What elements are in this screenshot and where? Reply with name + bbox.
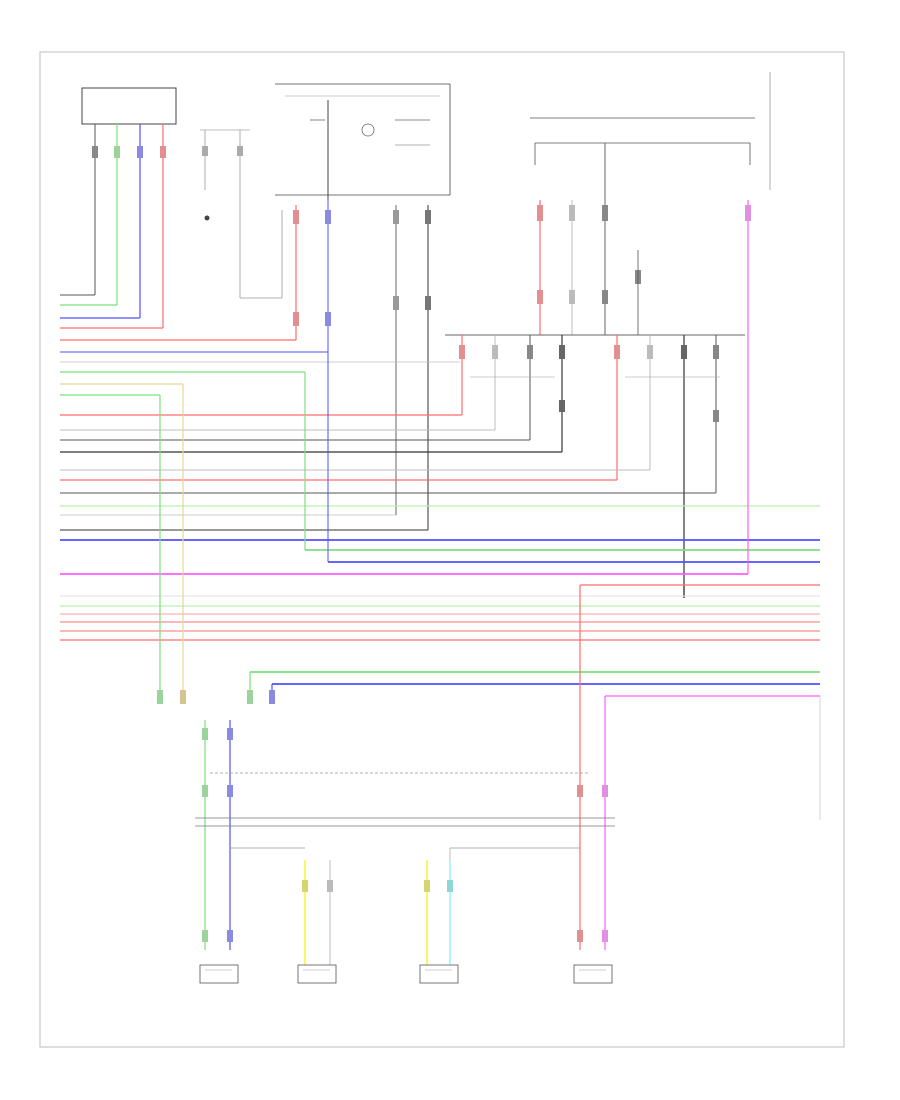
left-wire-bundle: [60, 339, 820, 641]
lower-connectors: [157, 384, 821, 950]
switch-block: [200, 129, 283, 299]
speaker-4: [573, 964, 613, 984]
top-left-connector-block: [60, 87, 177, 329]
middle-connector-bar: [445, 334, 745, 598]
speaker-2: [297, 964, 337, 984]
speaker-3: [419, 964, 459, 984]
diagram-frame: [39, 51, 845, 1048]
speaker-1: [199, 964, 239, 984]
speaker-wires: [202, 860, 608, 965]
lower-junction: [195, 720, 615, 950]
top-right-module: [530, 72, 771, 345]
top-center-module: [275, 83, 451, 530]
